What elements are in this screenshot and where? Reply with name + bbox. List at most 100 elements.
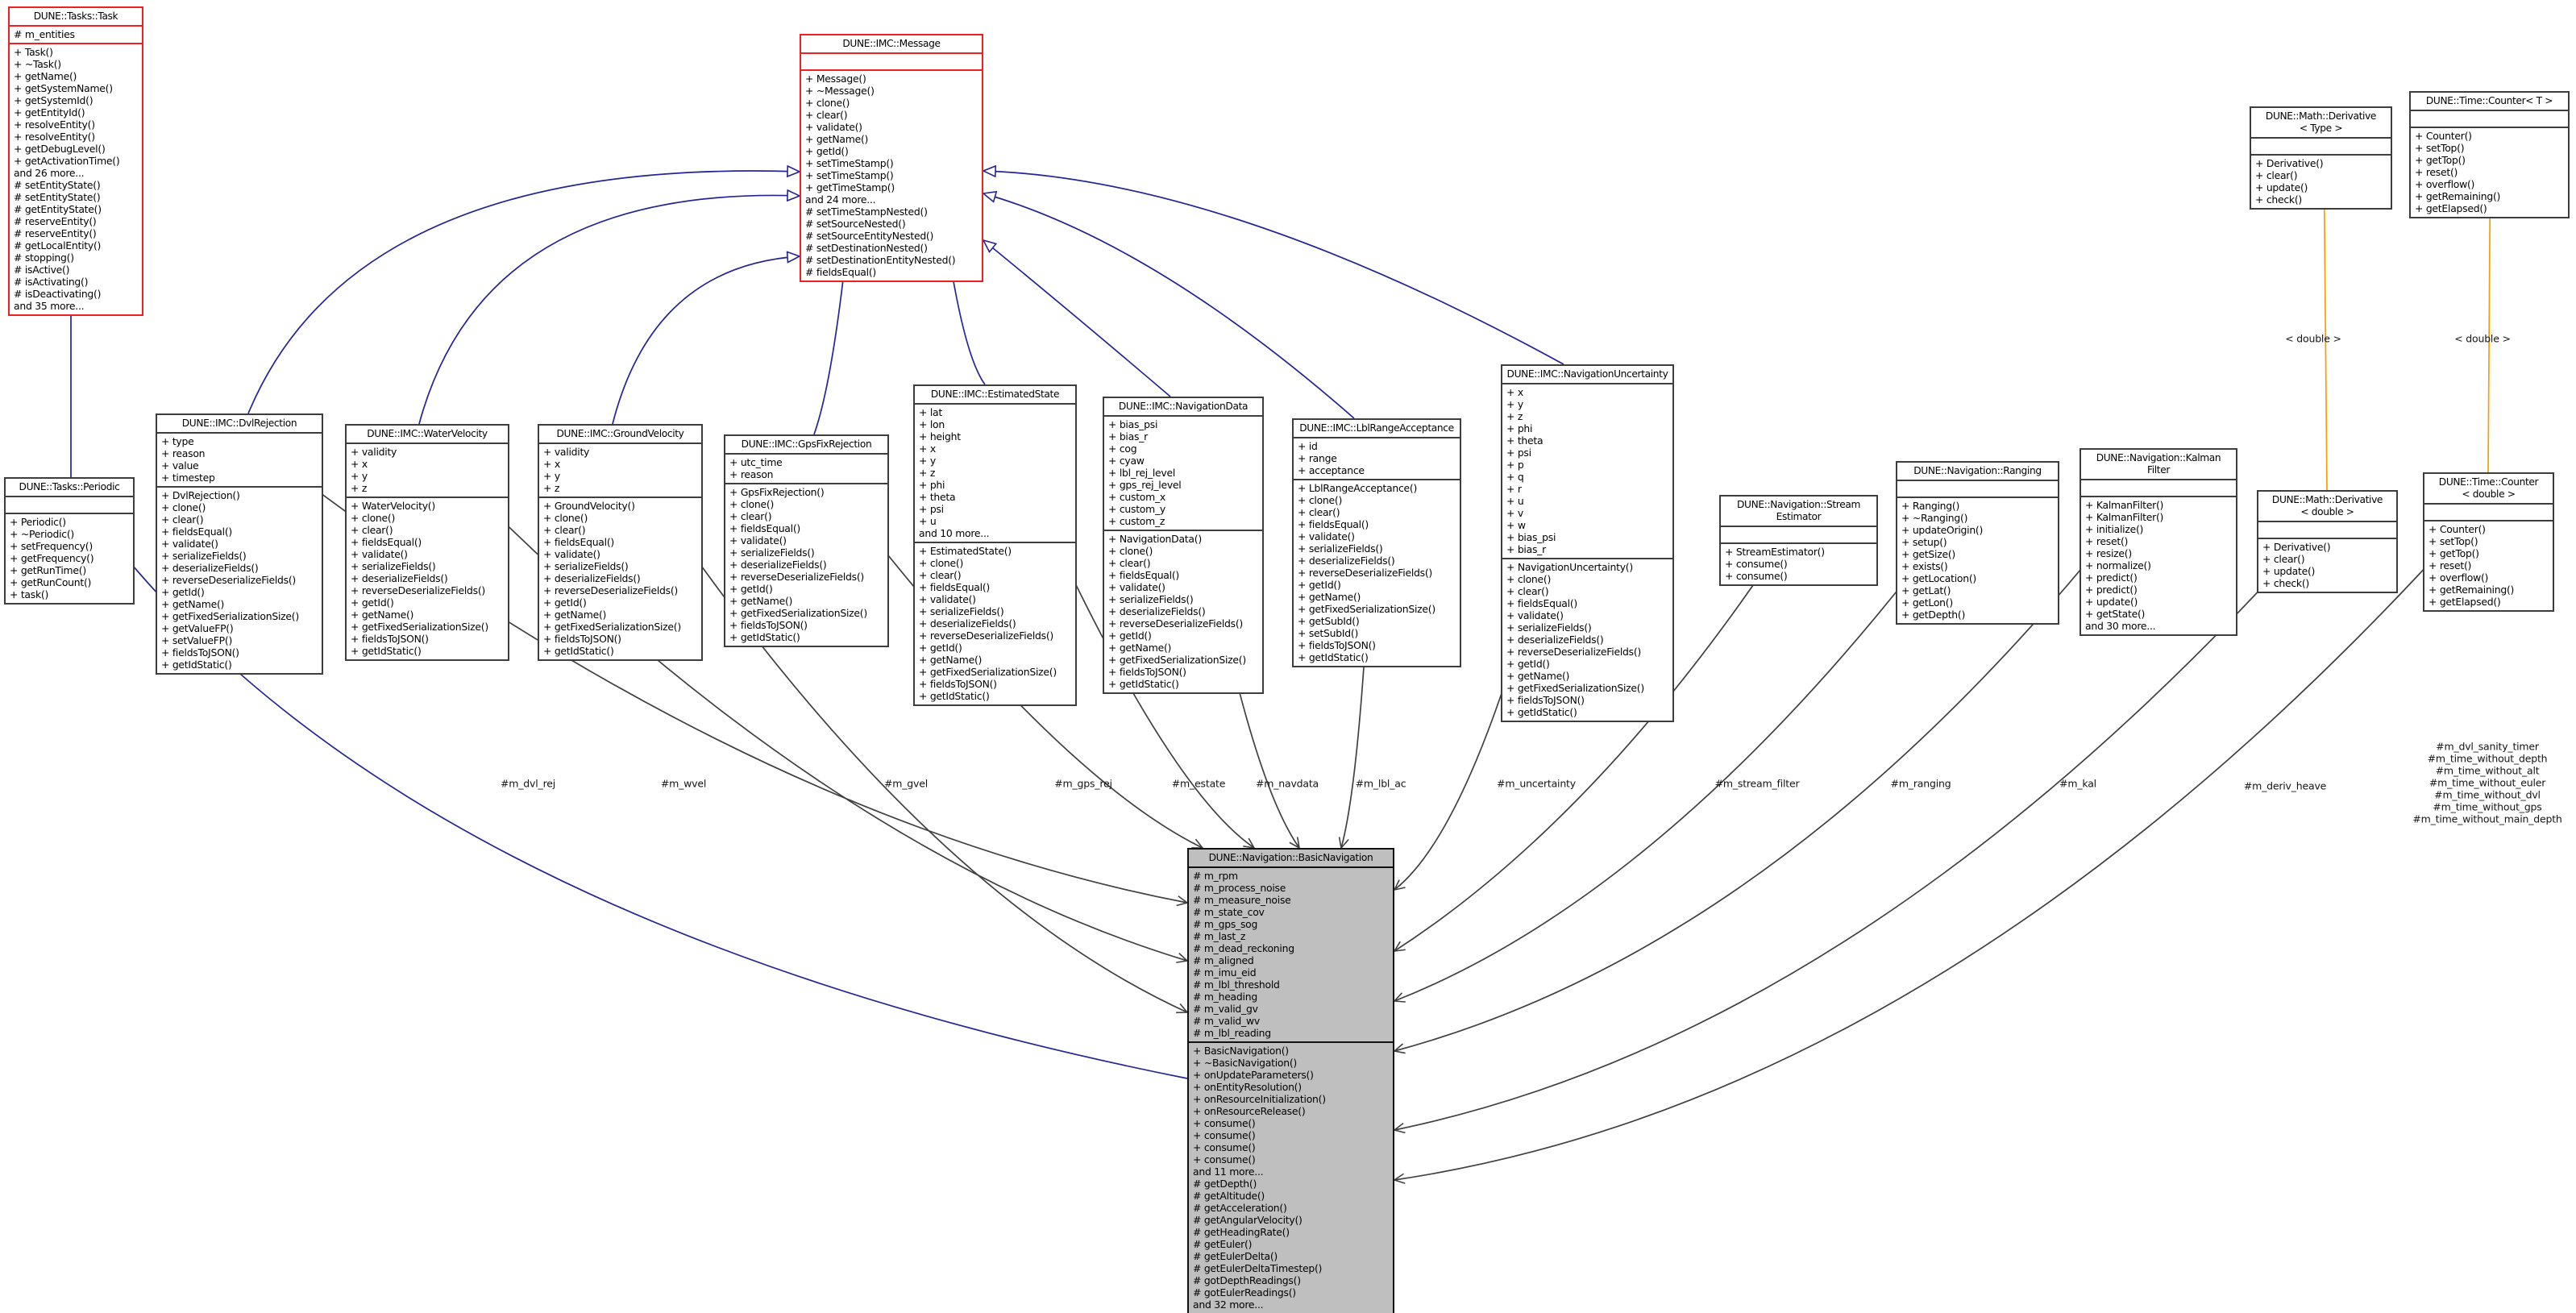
- class-attribute: + lbl_rej_level: [1108, 467, 1176, 479]
- class-method: + predict(): [2085, 571, 2138, 584]
- class-method: + fieldsToJSON(): [351, 633, 429, 645]
- class-method: # isActive(): [14, 264, 70, 276]
- class-methods-section: + Ranging()+ ~Ranging()+ updateOrigin()+…: [1897, 497, 2058, 623]
- class-lbl_range_acceptance[interactable]: DUNE::IMC::LblRangeAcceptance+ id+ range…: [1292, 418, 1461, 667]
- class-method: # reserveEntity(): [14, 227, 97, 239]
- class-method: + clear(): [351, 524, 393, 536]
- class-estimated_state[interactable]: DUNE::IMC::EstimatedState+ lat+ lon+ hei…: [913, 384, 1077, 706]
- class-method: + clone(): [919, 557, 964, 569]
- edge-label-usage_kal: #m_kal: [2059, 778, 2096, 790]
- class-attributes-section: [801, 52, 982, 69]
- class-periodic[interactable]: DUNE::Tasks::Periodic+ Periodic()+ ~Peri…: [4, 477, 135, 605]
- class-method: + getLat(): [1901, 584, 1951, 596]
- class-attribute: # m_process_noise: [1193, 882, 1286, 894]
- class-method: + overflow(): [2429, 571, 2489, 584]
- class-method: + fieldsEqual(): [351, 536, 422, 548]
- class-method: + resolveEntity(): [14, 131, 95, 143]
- class-method: + KalmanFilter(): [2085, 511, 2164, 523]
- class-attributes-section: # m_entities: [10, 25, 142, 43]
- class-method: + serializeFields(): [1298, 542, 1383, 555]
- class-title: DUNE::IMC::GroundVelocity: [539, 426, 701, 443]
- class-method: + serializeFields(): [1506, 621, 1592, 634]
- class-title: DUNE::Math::Derivative< double >: [2258, 492, 2396, 521]
- class-method: # stopping(): [14, 251, 74, 264]
- class-method: + KalmanFilter(): [2085, 499, 2164, 511]
- class-ranging[interactable]: DUNE::Navigation::Ranging+ Ranging()+ ~R…: [1896, 461, 2059, 625]
- class-method: + validate(): [1298, 530, 1355, 542]
- class-method: + getName(): [14, 70, 77, 82]
- class-gps_fix_rejection[interactable]: DUNE::IMC::GpsFixRejection+ utc_time+ re…: [724, 434, 889, 647]
- class-attribute: + custom_y: [1108, 503, 1165, 515]
- edge-label-line: #m_time_without_gps: [2433, 800, 2542, 813]
- edge-uncertainty_to_message: [981, 164, 1564, 365]
- class-method: + ~Message(): [805, 85, 875, 97]
- class-method: + getName(): [351, 609, 414, 621]
- class-derivative_type[interactable]: DUNE::Math::Derivative< Type >+ Derivati…: [2250, 106, 2392, 210]
- edge-label-usage_ranging: #m_ranging: [1891, 778, 1951, 790]
- class-method: # reserveEntity(): [14, 215, 97, 227]
- class-title-line: DUNE::Tasks::Task: [33, 10, 118, 22]
- class-attribute: # m_rpm: [1193, 870, 1238, 882]
- class-title-line: < Type >: [2299, 123, 2343, 134]
- class-task[interactable]: DUNE::Tasks::Task# m_entities+ Task()+ ~…: [8, 6, 143, 316]
- class-method: + reset(): [2085, 535, 2129, 547]
- class-method: + consume(): [1725, 558, 1788, 570]
- edge-label-line: #m_stream_filter: [1714, 777, 1800, 790]
- class-counter_t[interactable]: DUNE::Time::Counter< T >+ Counter()+ set…: [2409, 91, 2570, 218]
- class-methods-section: + Counter()+ setTop()+ getTop()+ reset()…: [2411, 127, 2568, 217]
- class-attributes-section: [2258, 521, 2396, 538]
- edge-usage_gvel: [617, 443, 1189, 1014]
- class-method: + clone(): [729, 498, 775, 510]
- class-message[interactable]: DUNE::IMC::Message+ Message()+ ~Message(…: [800, 34, 983, 282]
- class-attribute: + y: [543, 470, 560, 482]
- class-attribute: # m_imu_eid: [1193, 966, 1257, 979]
- class-method: + validate(): [351, 548, 408, 560]
- class-counter_double[interactable]: DUNE::Time::Counter< double >+ Counter()…: [2423, 472, 2554, 612]
- class-method: + getId(): [1298, 579, 1341, 591]
- class-method: # setEntityState(): [14, 191, 101, 203]
- class-derivative_double[interactable]: DUNE::Math::Derivative< double >+ Deriva…: [2257, 490, 2398, 593]
- class-method: and 32 more...: [1193, 1298, 1264, 1311]
- class-method: + fieldsToJSON(): [1298, 639, 1376, 651]
- class-method: + Message(): [805, 73, 866, 85]
- class-method: + fieldsEqual(): [1108, 569, 1180, 581]
- class-method: + resize(): [2085, 547, 2132, 559]
- class-method: + ~BasicNavigation(): [1193, 1057, 1298, 1069]
- class-method: + getIdStatic(): [161, 659, 232, 671]
- class-ground_velocity[interactable]: DUNE::IMC::GroundVelocity+ validity+ x+ …: [538, 424, 703, 661]
- class-attributes-section: [2424, 503, 2553, 520]
- class-attribute: + reason: [729, 468, 774, 480]
- class-method: + consume(): [1725, 570, 1788, 582]
- class-method: + fieldsToJSON(): [161, 646, 239, 659]
- class-attribute: + timestep: [161, 472, 215, 484]
- class-water_velocity[interactable]: DUNE::IMC::WaterVelocity+ validity+ x+ y…: [345, 424, 509, 661]
- class-navigation_data[interactable]: DUNE::IMC::NavigationData+ bias_psi+ bia…: [1103, 397, 1264, 694]
- class-methods-section: + GpsFixRejection()+ clone()+ clear()+ f…: [725, 483, 887, 646]
- class-title-line: Filter: [2146, 464, 2171, 476]
- class-method: + clear(): [543, 524, 586, 536]
- class-method: + GroundVelocity(): [543, 500, 635, 512]
- class-method: + reverseDeserializeFields(): [161, 574, 297, 586]
- class-method: + reverseDeserializeFields(): [1298, 567, 1433, 579]
- class-method: + reverseDeserializeFields(): [543, 584, 679, 596]
- class-method: + clear(): [919, 569, 962, 581]
- class-method: + serializeFields(): [351, 560, 436, 572]
- class-method: # getLocalEntity(): [14, 239, 102, 251]
- class-method: + setTimeStamp(): [805, 157, 894, 169]
- class-method: + deserializeFields(): [1298, 555, 1395, 567]
- class-navigation_uncertainty[interactable]: DUNE::IMC::NavigationUncertainty+ x+ y+ …: [1501, 364, 1674, 722]
- class-method: + fieldsToJSON(): [1506, 694, 1585, 706]
- class-method: + getIdStatic(): [1506, 706, 1577, 718]
- class-attributes-section: + validity+ x+ y+ z: [347, 443, 508, 497]
- class-dvl_rejection[interactable]: DUNE::IMC::DvlRejection+ type+ reason+ v…: [156, 413, 323, 675]
- class-method: # setDestinationNested(): [805, 242, 928, 254]
- class-attributes-section: + lat+ lon+ height+ x+ y+ z+ phi+ theta+…: [915, 403, 1075, 542]
- class-title: DUNE::Tasks::Task: [10, 8, 142, 25]
- class-attribute: + theta: [1506, 434, 1544, 447]
- class-method: and 35 more...: [14, 300, 85, 312]
- edge-usage_deriv_heave: [1393, 520, 2324, 1134]
- class-method: + deserializeFields(): [543, 572, 641, 584]
